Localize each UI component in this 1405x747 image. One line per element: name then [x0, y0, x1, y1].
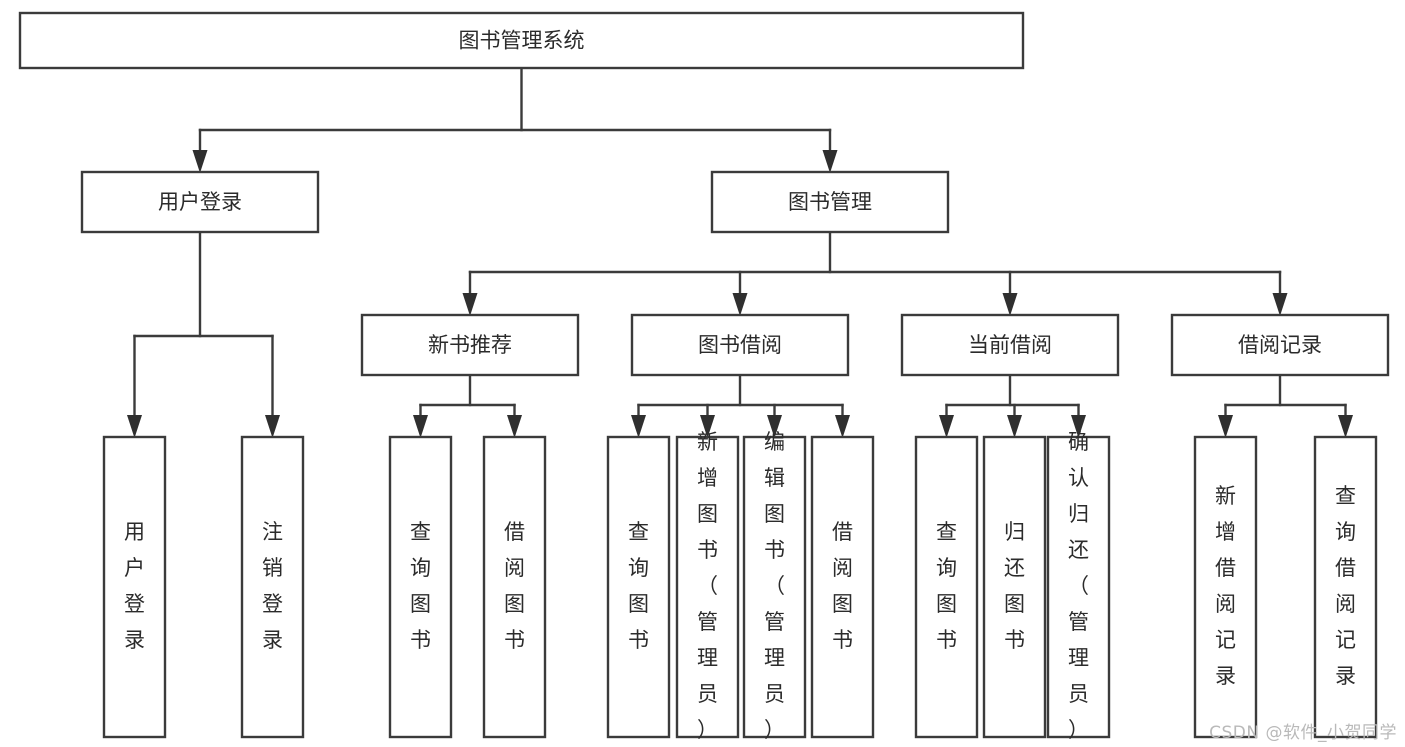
connector-user-login-bus: [127, 230, 280, 438]
node-leaf-confirm-return[interactable]: 确认归还（管理员）: [1046, 430, 1111, 742]
connector-root-bus: [192, 66, 838, 173]
node-label-leaf-query-book-2: 查询图书: [628, 520, 649, 652]
connector-book-manage-bus: [462, 230, 1288, 316]
node-leaf-borrow-book-2[interactable]: 借阅图书: [810, 435, 875, 739]
node-root[interactable]: 图书管理系统: [18, 11, 1025, 70]
connector-layer: [127, 66, 1353, 438]
node-label-leaf-query-record: 查询借阅记录: [1335, 484, 1356, 688]
node-box-user-login[interactable]: [80, 170, 320, 234]
node-leaf-edit-book[interactable]: 编辑图书（管理员）: [742, 430, 807, 742]
node-label-borrow-record: 借阅记录: [1238, 333, 1322, 357]
node-box-leaf-query-book-1[interactable]: [388, 435, 453, 739]
node-leaf-query-book-3[interactable]: 查询图书: [914, 435, 979, 739]
node-leaf-add-book[interactable]: 新增图书（管理员）: [675, 430, 740, 742]
node-box-leaf-add-book[interactable]: [675, 435, 740, 739]
node-box-root[interactable]: [18, 11, 1025, 70]
node-box-book-manage[interactable]: [710, 170, 950, 234]
connector-current-borrow-bus: [939, 373, 1086, 438]
node-label-leaf-borrow-book-1: 借阅图书: [504, 520, 525, 652]
node-label-leaf-user-login: 用户登录: [124, 520, 145, 652]
node-label-leaf-add-record: 新增借阅记录: [1215, 484, 1236, 688]
node-user-login[interactable]: 用户登录: [80, 170, 320, 234]
connector-new-book-bus: [413, 373, 522, 438]
node-box-leaf-query-record[interactable]: [1313, 435, 1378, 739]
node-leaf-user-login[interactable]: 用户登录: [102, 435, 167, 739]
node-box-leaf-return-book[interactable]: [982, 435, 1047, 739]
node-current-borrow[interactable]: 当前借阅: [900, 313, 1120, 377]
node-label-leaf-user-logout: 注销登录: [262, 520, 283, 652]
node-label-current-borrow: 当前借阅: [968, 333, 1052, 357]
node-label-leaf-borrow-book-2: 借阅图书: [832, 520, 853, 652]
node-box-leaf-add-record[interactable]: [1193, 435, 1258, 739]
node-label-leaf-return-book: 归还图书: [1004, 520, 1025, 652]
node-label-leaf-query-book-1: 查询图书: [410, 520, 431, 652]
node-label-leaf-edit-book: 编辑图书（管理员）: [764, 430, 785, 742]
node-box-leaf-user-login[interactable]: [102, 435, 167, 739]
node-box-borrow-record[interactable]: [1170, 313, 1390, 377]
node-box-leaf-borrow-book-1[interactable]: [482, 435, 547, 739]
node-label-leaf-confirm-return: 确认归还（管理员）: [1068, 430, 1089, 742]
node-leaf-user-logout[interactable]: 注销登录: [240, 435, 305, 739]
node-label-leaf-query-book-3: 查询图书: [936, 520, 957, 652]
node-box-leaf-query-book-2[interactable]: [606, 435, 671, 739]
node-label-root: 图书管理系统: [459, 29, 585, 53]
node-label-user-login: 用户登录: [158, 190, 242, 214]
node-layer: 图书管理系统用户登录图书管理新书推荐图书借阅当前借阅借阅记录用户登录注销登录查询…: [18, 11, 1390, 742]
node-book-manage[interactable]: 图书管理: [710, 170, 950, 234]
node-leaf-add-record[interactable]: 新增借阅记录: [1193, 435, 1258, 739]
node-book-borrow[interactable]: 图书借阅: [630, 313, 850, 377]
node-borrow-record[interactable]: 借阅记录: [1170, 313, 1390, 377]
node-leaf-query-book-2[interactable]: 查询图书: [606, 435, 671, 739]
node-box-leaf-user-logout[interactable]: [240, 435, 305, 739]
node-box-current-borrow[interactable]: [900, 313, 1120, 377]
node-new-book-rec[interactable]: 新书推荐: [360, 313, 580, 377]
node-label-book-manage: 图书管理: [788, 190, 872, 214]
node-leaf-return-book[interactable]: 归还图书: [982, 435, 1047, 739]
node-label-new-book-rec: 新书推荐: [428, 333, 512, 357]
node-leaf-borrow-book-1[interactable]: 借阅图书: [482, 435, 547, 739]
connector-book-borrow-bus: [631, 373, 850, 438]
node-leaf-query-book-1[interactable]: 查询图书: [388, 435, 453, 739]
connector-borrow-record-bus: [1218, 373, 1353, 438]
node-leaf-query-record[interactable]: 查询借阅记录: [1313, 435, 1378, 739]
node-box-book-borrow[interactable]: [630, 313, 850, 377]
node-label-book-borrow: 图书借阅: [698, 333, 782, 357]
node-box-leaf-query-book-3[interactable]: [914, 435, 979, 739]
node-box-new-book-rec[interactable]: [360, 313, 580, 377]
node-box-leaf-confirm-return[interactable]: [1046, 435, 1111, 739]
node-box-leaf-borrow-book-2[interactable]: [810, 435, 875, 739]
node-label-leaf-add-book: 新增图书（管理员）: [697, 430, 718, 742]
node-box-leaf-edit-book[interactable]: [742, 435, 807, 739]
